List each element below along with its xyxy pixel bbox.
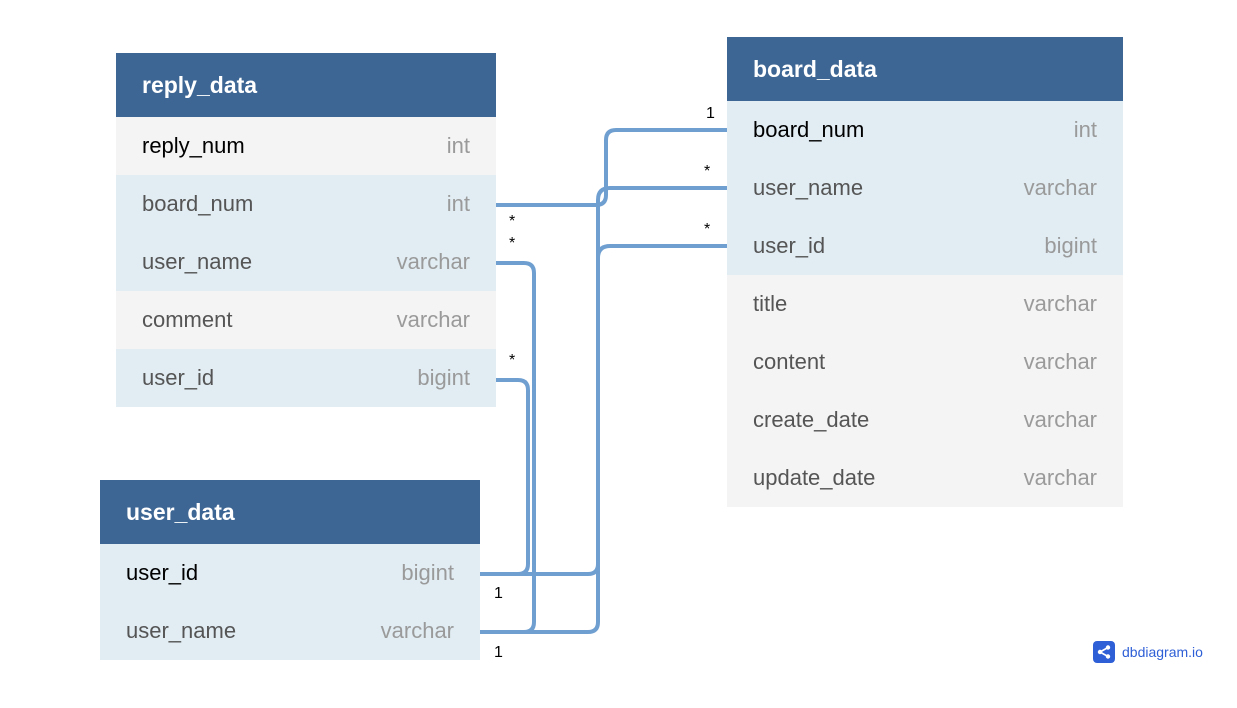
field-type: varchar: [396, 249, 470, 274]
field-name: user_name: [142, 249, 253, 274]
cardinality-reply-board_num: *: [509, 213, 515, 230]
share-nodes-icon: [1093, 641, 1115, 663]
field-name: user_id: [126, 560, 199, 585]
cardinality-user-user_id: 1: [494, 585, 503, 602]
field-row-board_num[interactable]: board_num int: [727, 101, 1123, 159]
field-name: reply_num: [142, 133, 245, 158]
connector-reply-board_num-to-board-board_num: [496, 128, 727, 207]
connector-reply-user_name-to-user-user_name: [480, 261, 536, 634]
field-row-user_name[interactable]: user_name varchar: [116, 233, 496, 291]
field-type: varchar: [1023, 175, 1097, 200]
table-title: user_data: [126, 498, 235, 525]
table-header[interactable]: user_data: [100, 480, 480, 544]
field-type: int: [446, 191, 470, 216]
connector-board-user_name-to-user-user_name: [480, 186, 727, 634]
connector-reply-user_id-to-user-user_id: [480, 378, 530, 576]
cardinality-reply-user_id: *: [509, 352, 515, 369]
cardinality-board-user_id: *: [704, 221, 710, 238]
field-type: varchar: [1023, 349, 1097, 374]
field-type: bigint: [401, 560, 454, 585]
cardinality-user-user_name: 1: [494, 644, 503, 661]
field-name: user_name: [753, 175, 864, 200]
field-type: int: [446, 133, 470, 158]
field-type: bigint: [1044, 233, 1097, 258]
table-title: reply_data: [142, 71, 258, 98]
field-name: user_id: [753, 233, 826, 258]
field-type: bigint: [417, 365, 470, 390]
field-name: title: [753, 291, 788, 316]
cardinality-board-user_name: *: [704, 163, 710, 180]
field-name: user_id: [142, 365, 215, 390]
field-type: varchar: [1023, 407, 1097, 432]
field-row-create_date[interactable]: create_date varchar: [727, 391, 1123, 449]
field-row-update_date[interactable]: update_date varchar: [727, 449, 1123, 507]
table-user-data[interactable]: user_data user_id bigint user_name varch…: [100, 480, 480, 660]
brand-name: dbdiagram.io: [1122, 644, 1203, 660]
field-type: varchar: [396, 307, 470, 332]
field-row-user_id[interactable]: user_id bigint: [116, 349, 496, 407]
field-row-user_name[interactable]: user_name varchar: [100, 602, 480, 660]
table-header[interactable]: board_data: [727, 37, 1123, 101]
cardinality-board-board_num: 1: [706, 105, 715, 122]
field-row-board_num[interactable]: board_num int: [116, 175, 496, 233]
field-row-reply_num[interactable]: reply_num int: [116, 117, 496, 175]
field-name: board_num: [753, 117, 865, 142]
field-row-user_id[interactable]: user_id bigint: [727, 217, 1123, 275]
cardinality-reply-user_name: *: [509, 235, 515, 252]
field-row-comment[interactable]: comment varchar: [116, 291, 496, 349]
dbdiagram-watermark[interactable]: dbdiagram.io: [1093, 641, 1203, 663]
connector-board-user_id-to-user-user_id: [480, 244, 727, 576]
field-type: int: [1073, 117, 1097, 142]
field-row-user_name[interactable]: user_name varchar: [727, 159, 1123, 217]
field-name: board_num: [142, 191, 254, 216]
field-name: content: [753, 349, 826, 374]
field-name: comment: [142, 307, 233, 332]
table-header[interactable]: reply_data: [116, 53, 496, 117]
table-title: board_data: [753, 55, 877, 82]
field-type: varchar: [1023, 465, 1097, 490]
field-type: varchar: [1023, 291, 1097, 316]
field-name: user_name: [126, 618, 237, 643]
table-board-data[interactable]: board_data board_num int user_name varch…: [727, 37, 1123, 507]
field-name: update_date: [753, 465, 876, 490]
field-row-user_id[interactable]: user_id bigint: [100, 544, 480, 602]
table-reply-data[interactable]: reply_data reply_num int board_num int u…: [116, 53, 496, 407]
field-name: create_date: [753, 407, 870, 432]
field-type: varchar: [380, 618, 454, 643]
field-row-content[interactable]: content varchar: [727, 333, 1123, 391]
field-row-title[interactable]: title varchar: [727, 275, 1123, 333]
